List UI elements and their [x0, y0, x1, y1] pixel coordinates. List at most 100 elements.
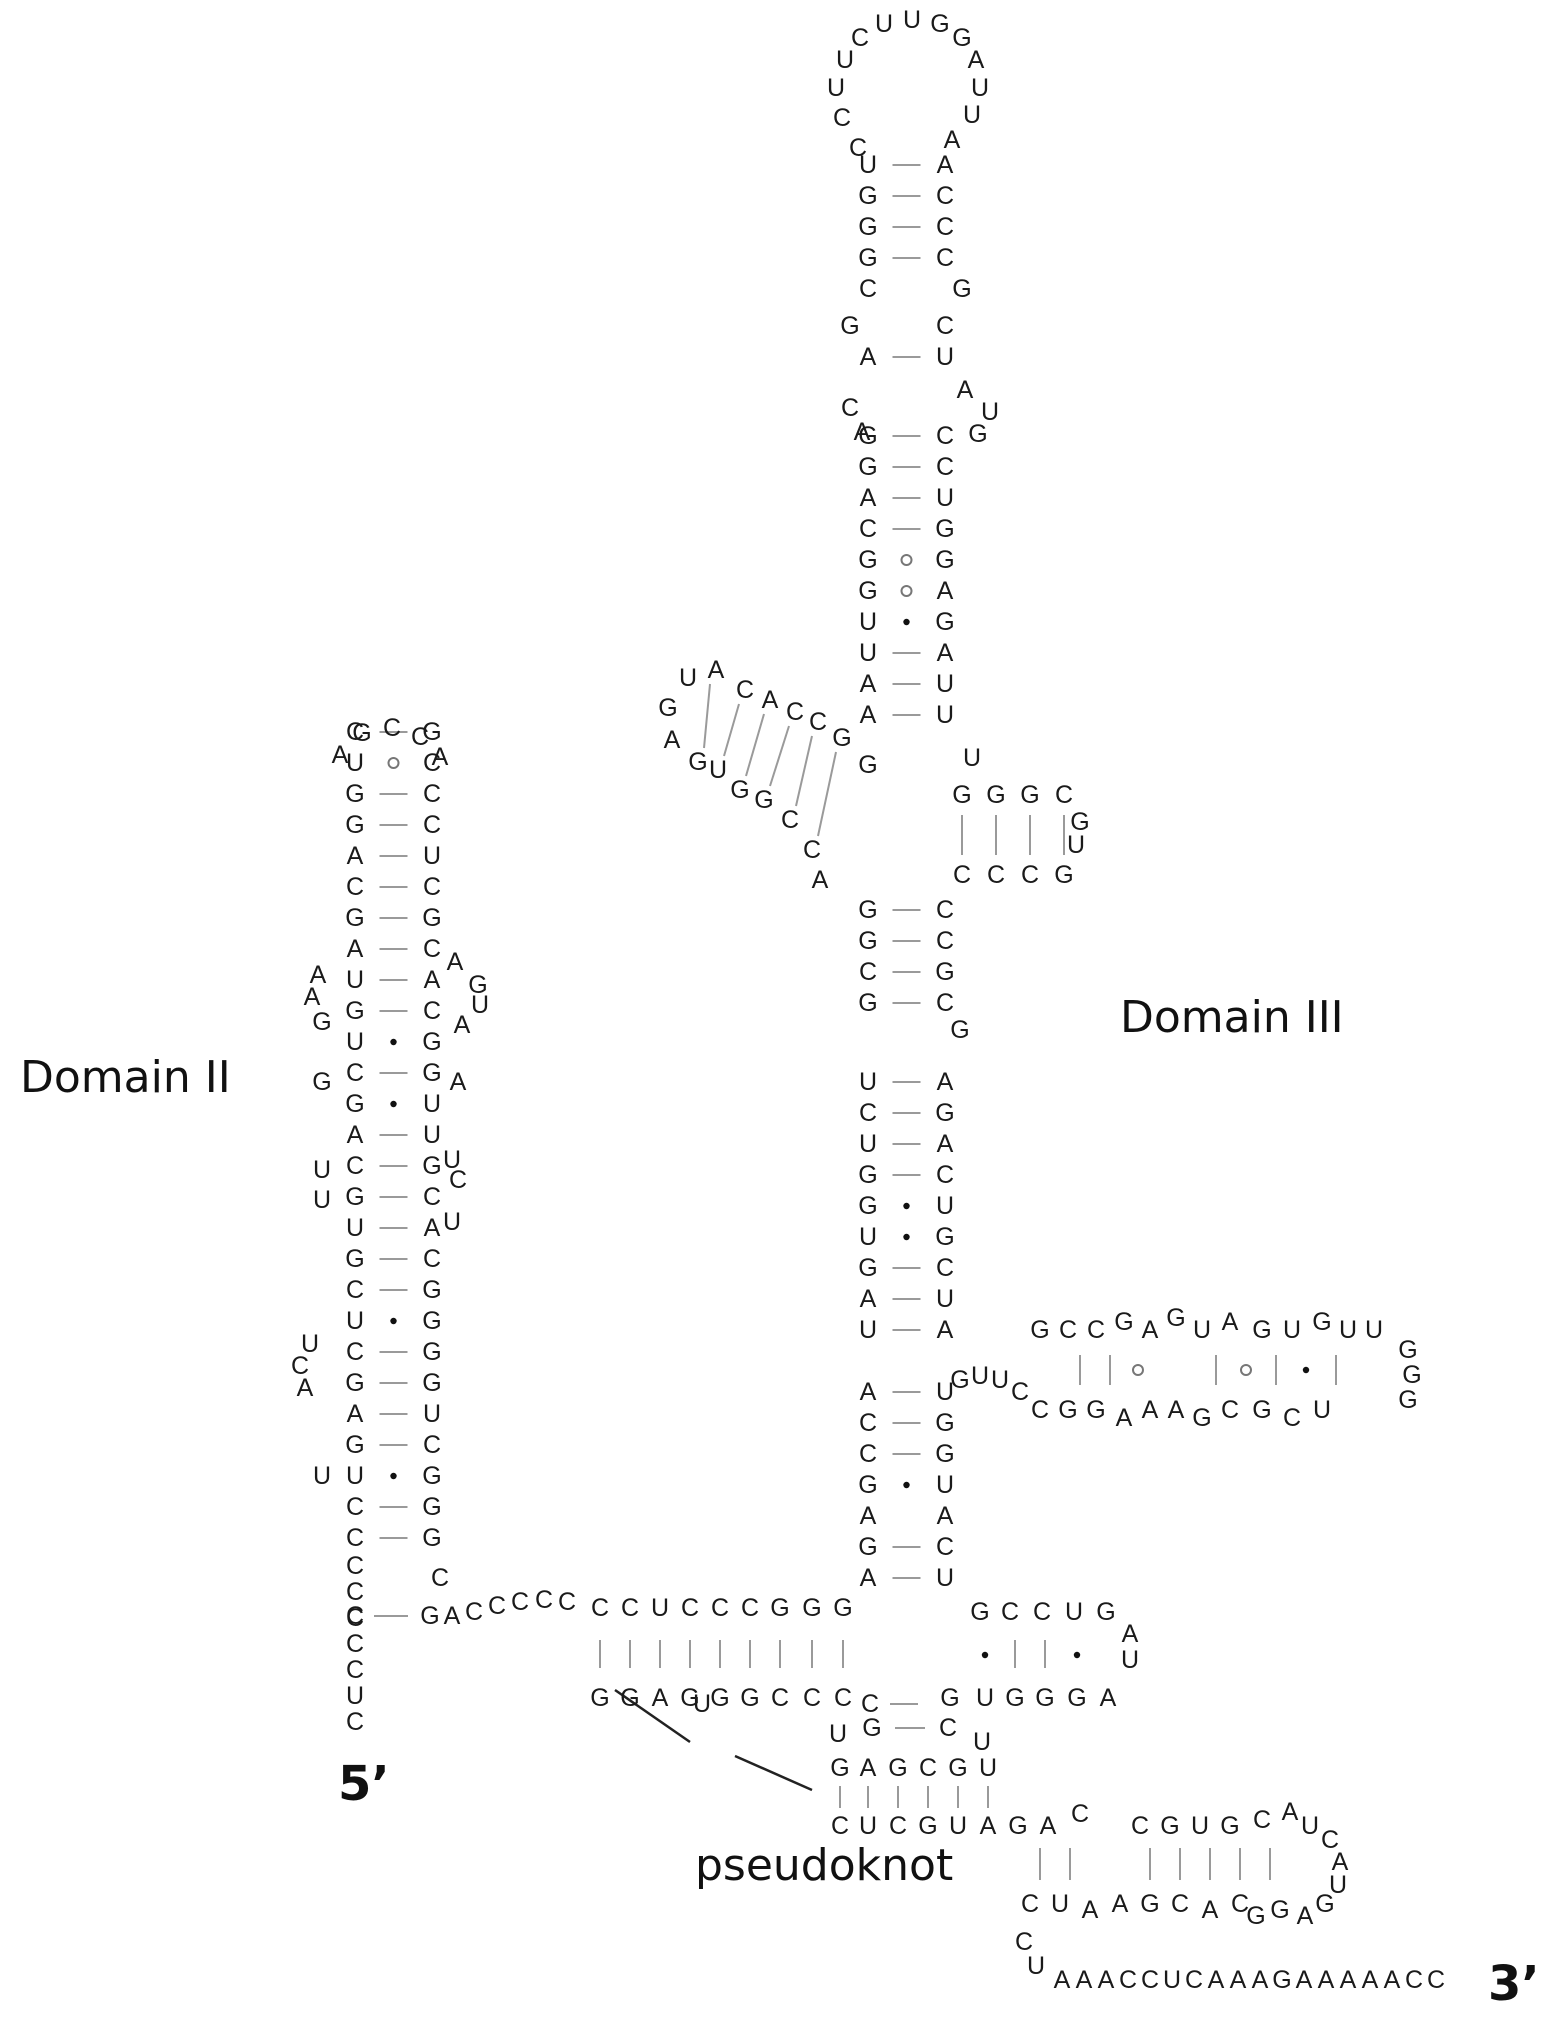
domain-ii-left-nt: C	[346, 1493, 364, 1521]
domain-iii-right-hairpin-nt: C	[1055, 781, 1073, 809]
domain-ii-bulge-nt: U	[301, 1330, 319, 1358]
domain-ii-label: Domain II	[20, 1052, 231, 1103]
three-prime-tail-nt: C	[1141, 1966, 1159, 1994]
domain-iii-right-hairpin-bottom-nt: A	[1142, 1396, 1159, 1424]
domain-iii-top-right-nt: C	[936, 422, 954, 450]
domain-iii-apical-loop-nt: U	[903, 6, 921, 34]
domain-iii-side-hairpin-nt: G	[832, 724, 851, 752]
pseudoknot-hairpin-nt: A	[1082, 1896, 1099, 1924]
pseudoknot-lower-nt: C	[889, 1812, 907, 1840]
domain-iii-bulge-nt: U	[981, 398, 999, 426]
domain-iii-top-right-nt: C	[936, 182, 954, 210]
domain-iii-top-left-nt: A	[860, 343, 877, 371]
domain-iii-mid-right-nt: C	[936, 927, 954, 955]
three-prime-tail-nt: A	[1076, 1966, 1093, 1994]
domain-iii-top-left-nt: G	[858, 577, 877, 605]
pseudoknot-upper-nt: A	[860, 1754, 877, 1782]
domain-ii-left-nt: G	[345, 780, 364, 808]
domain-iii-linker-nt: C	[1011, 1378, 1029, 1406]
domain-iii-mid-left-nt: G	[858, 927, 877, 955]
domain-iii-right-hairpin-bottom-nt: A	[1168, 1396, 1185, 1424]
domain-iii-apical-loop-nt: U	[971, 74, 989, 102]
domain-iii-mid-right-nt: A	[937, 1068, 954, 1096]
domain-ii-5prime-nt: C	[346, 1708, 364, 1736]
junction-top-strand-nt: U	[651, 1594, 669, 1622]
pseudoknot-hairpin-nt: G	[1315, 1890, 1334, 1918]
domain-iii-top-right-nt: U	[936, 484, 954, 512]
domain-iii-top-right-nt: G	[935, 608, 954, 636]
pseudoknot-hairpin-nt: G	[1140, 1890, 1159, 1918]
domain-iii-right-hairpin-top-nt: G	[1114, 1308, 1133, 1336]
junction-bottom-strand-nt: C	[834, 1684, 852, 1712]
pseudoknot-hairpin-nt: G	[1160, 1812, 1179, 1840]
domain-ii-bulge-nt: G	[312, 1068, 331, 1096]
gu-pair-dot	[390, 1100, 397, 1108]
domain-ii-right-nt: U	[423, 1121, 441, 1149]
gu-pair-dot	[390, 1317, 397, 1325]
noncanonical-pair-circle	[1132, 1364, 1144, 1376]
domain-iii-right-hairpin-top-nt: G	[1166, 1304, 1185, 1332]
domain-iii-right-hairpin-nt: G	[952, 781, 971, 809]
domain-iii-right-hairpin-top-nt: U	[1365, 1316, 1383, 1344]
junction-small-hairpin-nt: G	[1005, 1684, 1024, 1712]
base-pair-line	[817, 751, 837, 837]
domain-iii-mid-left-nt: U	[859, 1068, 877, 1096]
domain-ii-right-nt: C	[423, 997, 441, 1025]
junction-top-strand-nt: C	[681, 1594, 699, 1622]
domain-ii-5prime-nt: C	[346, 1630, 364, 1658]
domain-ii-right-nt: C	[423, 1183, 441, 1211]
base-pair-line	[795, 735, 813, 807]
domain-iii-top-left-nt: U	[859, 608, 877, 636]
domain-ii-right-nt: C	[423, 935, 441, 963]
domain-ii-bulge-nt: C	[449, 1166, 467, 1194]
domain-iii-low-right-nt: U	[936, 1378, 954, 1406]
domain-ii-left-nt: U	[346, 1462, 364, 1490]
junction-connector-nt: C	[939, 1714, 957, 1742]
domain-iii-bulge-nt: C	[841, 394, 859, 422]
domain-iii-apical-loop-nt: U	[827, 74, 845, 102]
domain-iii-top-right-nt: C	[936, 312, 954, 340]
junction-connector-nt: U	[829, 1720, 847, 1748]
domain-ii-left-nt: U	[346, 966, 364, 994]
domain-iii-top-left-nt: G	[858, 422, 877, 450]
domain-iii-right-hairpin-bottom-nt: G	[1192, 1404, 1211, 1432]
junction-connector-nt: U	[973, 1728, 991, 1756]
pseudoknot-loop-nt: U	[693, 1690, 711, 1718]
domain-iii-top-left-nt: G	[840, 312, 859, 340]
domain-iii-right-hairpin-top-nt: C	[1059, 1316, 1077, 1344]
domain-iii-right-hairpin-nt: G	[1054, 861, 1073, 889]
pseudoknot-lower-nt: C	[831, 1812, 849, 1840]
domain-iii-side-hairpin-nt: C	[803, 836, 821, 864]
domain-ii-left-nt: G	[345, 1183, 364, 1211]
domain-ii-junction-nt: G	[420, 1602, 439, 1630]
junction-bottom-strand-nt: C	[771, 1684, 789, 1712]
three-prime-tail-nt: C	[1119, 1966, 1137, 1994]
domain-iii-side-hairpin-nt: C	[786, 698, 804, 726]
three-prime-tail-nt: A	[1054, 1966, 1071, 1994]
domain-ii-left-nt: U	[346, 1307, 364, 1335]
junction-small-hairpin-nt: C	[1033, 1598, 1051, 1626]
junction-top-strand-nt: C	[741, 1594, 759, 1622]
domain-ii-left-nt: C	[346, 1602, 364, 1630]
domain-ii-right-nt: C	[423, 749, 441, 777]
domain-iii-right-hairpin-bottom-nt: G	[1058, 1396, 1077, 1424]
domain-ii-left-nt: C	[346, 1338, 364, 1366]
domain-iii-mid-right-nt: C	[936, 896, 954, 924]
domain-iii-mid-right-nt: U	[936, 1285, 954, 1313]
domain-iii-mid-right-nt: G	[935, 1223, 954, 1251]
domain-iii-side-hairpin-nt: C	[809, 708, 827, 736]
domain-ii-left-nt: A	[347, 842, 364, 870]
domain-ii-junction-nt: A	[444, 1602, 461, 1630]
pseudoknot-hairpin-nt: G	[1246, 1902, 1265, 1930]
base-pair-line	[769, 725, 790, 787]
gu-pair-dot	[390, 1038, 397, 1046]
junction-small-hairpin-nt: U	[976, 1684, 994, 1712]
domain-iii-mid-left-nt: G	[858, 989, 877, 1017]
domain-iii-apical-loop-nt: A	[968, 46, 985, 74]
domain-iii-right-hairpin-nt: C	[1021, 861, 1039, 889]
domain-iii-apical-loop-nt: U	[963, 101, 981, 129]
junction-bottom-strand-nt: G	[620, 1684, 639, 1712]
